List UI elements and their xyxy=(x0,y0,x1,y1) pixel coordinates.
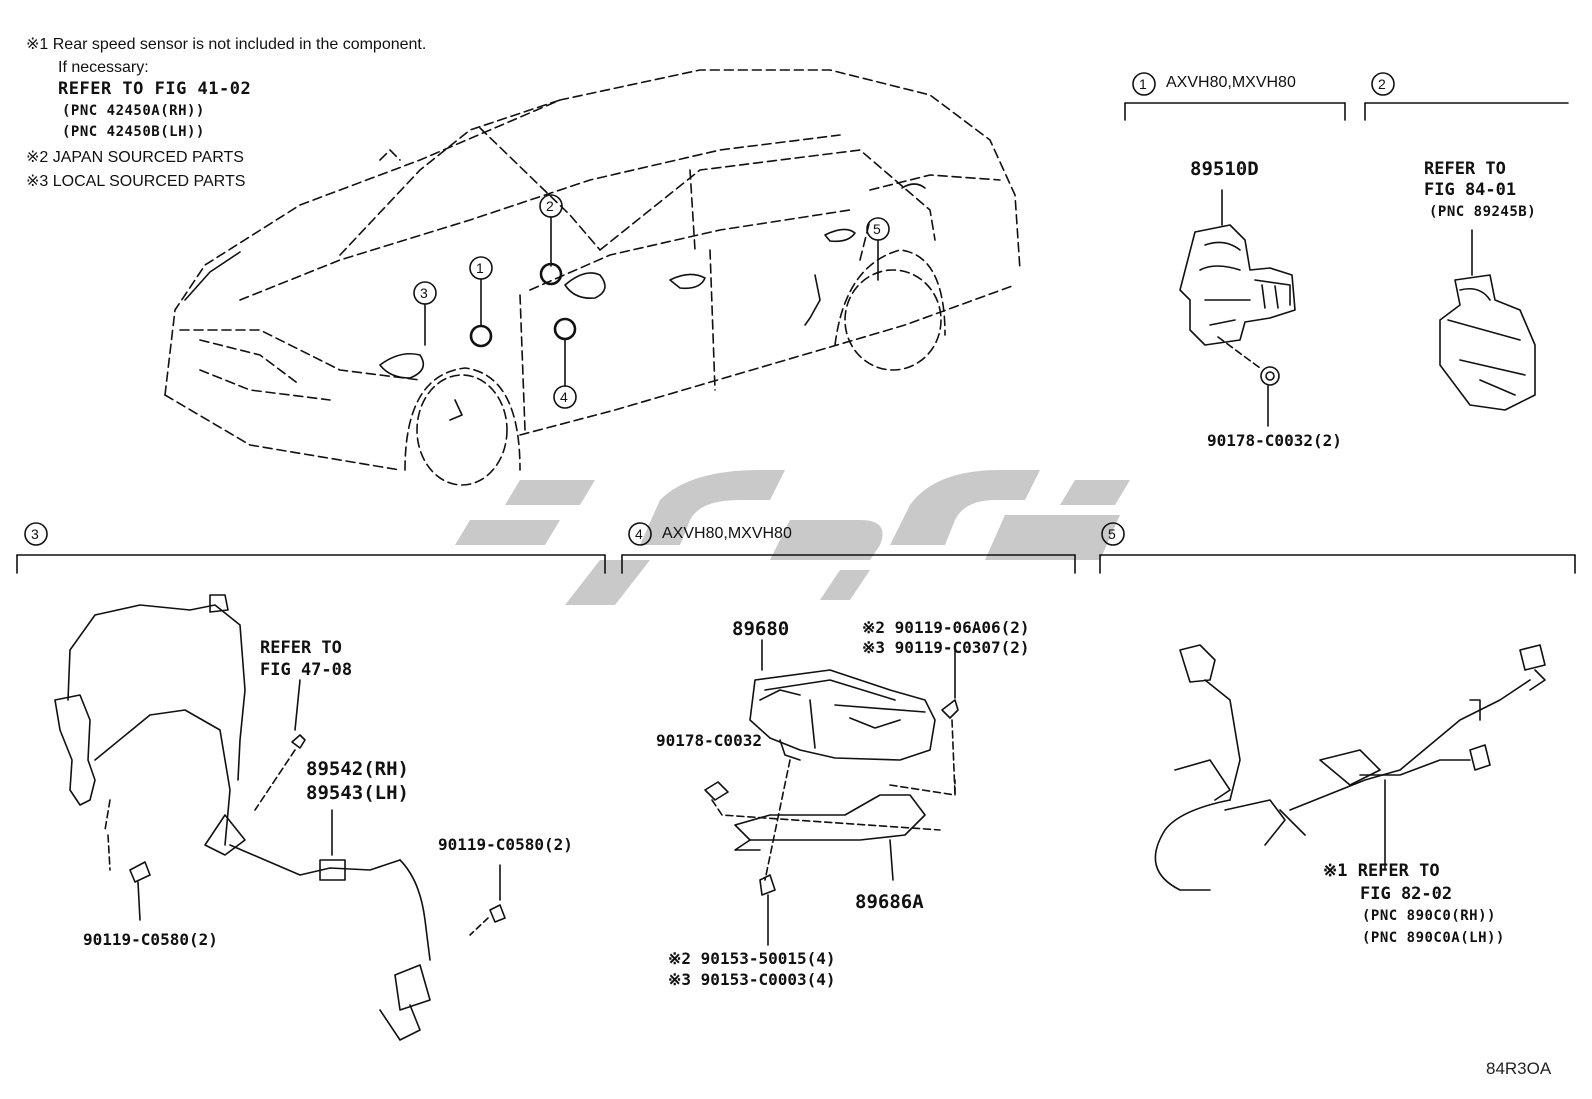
figure-code: 84R3OA xyxy=(1486,1059,1552,1078)
section-3-refer-line2: FIG 47-08 xyxy=(260,660,353,680)
bolt-90153-c0003-label: ※3 90153-C0003(4) xyxy=(668,970,836,989)
section-1-title: AXVH80,MXVH80 xyxy=(1166,74,1296,91)
section-4-title: AXVH80,MXVH80 xyxy=(662,525,792,542)
sensor-89510d-drawing xyxy=(1179,189,1296,427)
car-doors xyxy=(519,169,871,431)
part-89510d-label: 89510D xyxy=(1190,158,1259,180)
part-89680-label: 89680 xyxy=(732,618,790,640)
section-5-refer-line4: (PNC 890C0A(LH)) xyxy=(1362,930,1505,946)
section-5-refer-line2: FIG 82-02 xyxy=(1360,884,1453,904)
bolt-90153-50015-label: ※2 90153-50015(4) xyxy=(668,949,836,968)
section-5-header xyxy=(1099,522,1576,574)
nut-90178-label: 90178-C0032 xyxy=(656,731,762,750)
sensor-84-01-drawing xyxy=(1439,229,1536,411)
section-2-refer-line1: REFER TO xyxy=(1424,159,1506,179)
section-3-header xyxy=(16,522,606,574)
harness-890c0-drawing xyxy=(1154,644,1546,891)
bolt-90119-left-label: 90119-C0580(2) xyxy=(83,930,218,949)
fastener-90178-label: 90178-C0032(2) xyxy=(1207,431,1342,450)
section-3-number: 3 xyxy=(31,526,39,542)
section-5-refer-line1: ※1 REFER TO xyxy=(1323,861,1440,881)
bolt-90119-06a06-label: ※2 90119-06A06(2) xyxy=(862,618,1030,637)
note-1-line2: If necessary: xyxy=(58,59,149,76)
note-1-line1: ※1 Rear speed sensor is not included in … xyxy=(26,36,427,53)
car-callout-5: 5 xyxy=(873,221,881,237)
section-1-header xyxy=(1124,72,1346,121)
note-2: ※2 JAPAN SOURCED PARTS xyxy=(26,149,244,166)
part-89543-lh-label: 89543(LH) xyxy=(306,782,409,804)
section-5-refer-line3: (PNC 890C0(RH)) xyxy=(1362,908,1496,924)
section-2-refer-line2: FIG 84-01 xyxy=(1424,180,1517,200)
car-callout-3: 3 xyxy=(420,285,428,301)
section-3-refer-line1: REFER TO xyxy=(260,638,342,658)
bolt-90119-c0307-label: ※3 90119-C0307(2) xyxy=(862,638,1030,657)
car-outline xyxy=(164,69,1021,471)
section-4-number: 4 xyxy=(635,526,643,542)
section-2-header xyxy=(1364,72,1569,121)
section-4-header xyxy=(621,522,1076,574)
watermark-logo xyxy=(455,470,1130,605)
ecu-89680-drawing xyxy=(704,639,959,946)
car-callout-4: 4 xyxy=(560,389,568,405)
note-3: ※3 LOCAL SOURCED PARTS xyxy=(26,173,246,190)
section-2-refer-line3: (PNC 89245B) xyxy=(1429,204,1537,220)
car-solid-details xyxy=(184,183,926,421)
car-wheels xyxy=(404,249,946,486)
bracket-89686a-label: 89686A xyxy=(855,891,924,913)
section-2-number: 2 xyxy=(1378,76,1386,92)
note-1-line5: (PNC 42450B(LH)) xyxy=(62,124,205,140)
car-callout-circles xyxy=(413,194,890,409)
car-callout-2: 2 xyxy=(546,198,554,214)
note-1-line3: REFER TO FIG 41-02 xyxy=(58,79,252,99)
speed-sensor-89542-drawing xyxy=(54,594,506,1041)
note-1-line4: (PNC 42450A(RH)) xyxy=(62,103,205,119)
section-1-number: 1 xyxy=(1139,76,1147,92)
part-89542-rh-label: 89542(RH) xyxy=(306,758,409,780)
section-5-number: 5 xyxy=(1108,526,1116,542)
car-callout-1: 1 xyxy=(476,260,484,276)
bolt-90119-right-label: 90119-C0580(2) xyxy=(438,835,573,854)
